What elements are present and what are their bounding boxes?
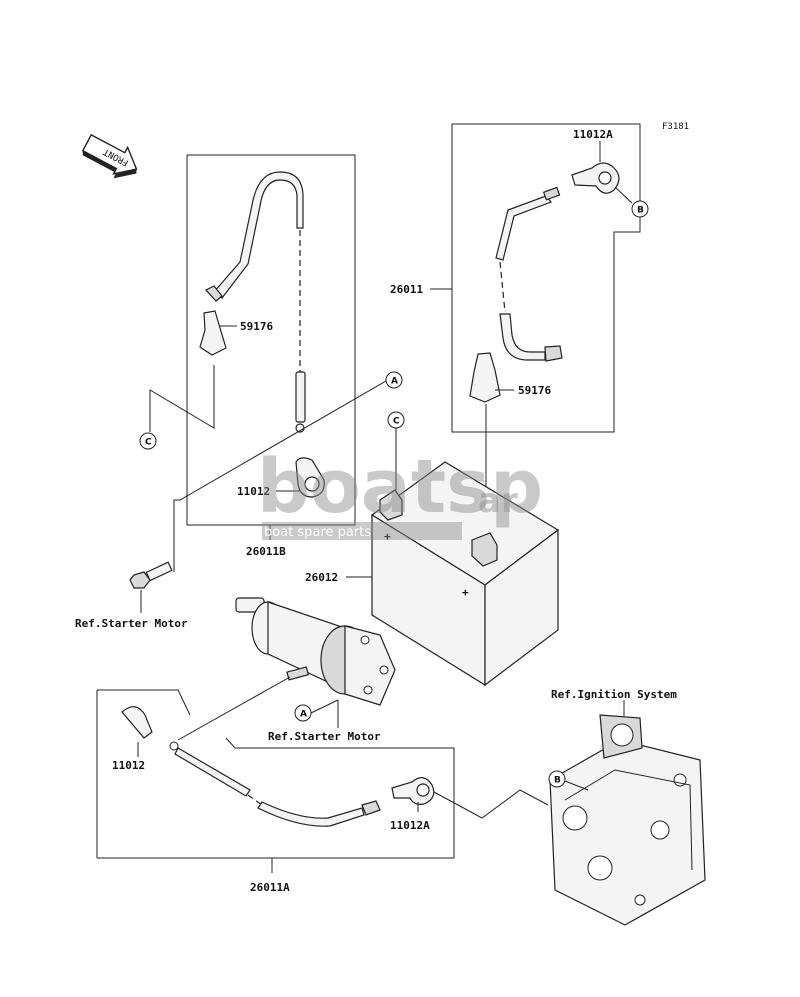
callout-a-top [385, 371, 403, 389]
watermark-tagline: boat spare parts [264, 525, 371, 540]
group-26011a: 26011A 11012 11012A [96, 676, 549, 894]
watermark-brand: boatsp [257, 444, 543, 530]
watermark: boatsp ar boat spare parts [257, 444, 543, 540]
label-59176-right: 59176 [518, 384, 551, 397]
ref-starter-motor-mid: Ref.Starter Motor [268, 730, 381, 743]
ignition-box [549, 714, 706, 926]
ref-starter-motor-left: Ref.Starter Motor [75, 617, 188, 630]
svg-text:+: + [384, 530, 391, 543]
watermark-suffix: ar [478, 481, 518, 521]
svg-text:C: C [393, 417, 400, 427]
label-11012a-top: 11012A [573, 128, 613, 141]
starter-motor [235, 597, 396, 706]
label-11012-bottom: 11012 [112, 759, 145, 772]
callout-b-top [631, 200, 649, 218]
svg-text:+: + [462, 586, 469, 599]
svg-text:A: A [391, 377, 398, 387]
battery: + + 26012 [305, 461, 560, 687]
ref-ignition-system: Ref.Ignition System [551, 688, 677, 701]
svg-text:B: B [637, 206, 644, 216]
label-59176-left: 59176 [240, 320, 273, 333]
label-26012: 26012 [305, 571, 338, 584]
group-26011b: 26011B 59176 11012 [186, 154, 356, 558]
figure-code: F3181 [662, 122, 689, 132]
svg-text:A: A [300, 710, 307, 720]
label-26011: 26011 [390, 283, 423, 296]
svg-text:B: B [554, 776, 561, 786]
label-26011a: 26011A [250, 881, 290, 894]
front-arrow-icon: FRONT [81, 133, 138, 179]
bolt-icon [129, 561, 173, 613]
label-11012-top: 11012 [237, 485, 270, 498]
callout-b-bottom [548, 770, 566, 788]
label-26011b: 26011B [246, 545, 286, 558]
callout-c-left [139, 432, 157, 450]
label-11012a-bottom: 11012A [390, 819, 430, 832]
svg-text:C: C [145, 438, 152, 448]
